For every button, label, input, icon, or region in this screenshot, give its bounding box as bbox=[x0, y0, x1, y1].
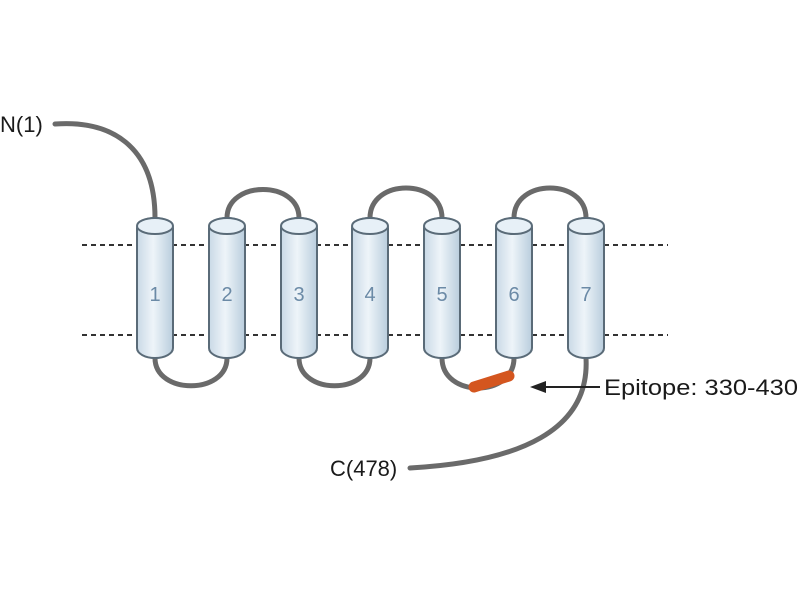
helix-4: 4 bbox=[351, 217, 389, 359]
n-terminal-tail bbox=[52, 121, 158, 221]
extracellular-loop-1 bbox=[224, 187, 302, 221]
helix-6: 6 bbox=[495, 217, 533, 359]
helix-5: 5 bbox=[423, 217, 461, 359]
epitope-segment bbox=[468, 370, 515, 393]
helix-label: 3 bbox=[293, 284, 304, 306]
helix-label: 4 bbox=[364, 284, 375, 306]
intracellular-loop-1 bbox=[152, 355, 230, 389]
helix-label: 7 bbox=[580, 284, 591, 306]
c-terminus-label: C(478) bbox=[330, 456, 397, 481]
epitope-arrow-icon bbox=[530, 381, 600, 393]
helix-label: 5 bbox=[436, 284, 447, 306]
n-terminus-label: N(1) bbox=[0, 112, 43, 137]
helix-7: 7 bbox=[567, 217, 605, 359]
extracellular-loop-2 bbox=[367, 185, 445, 221]
helix-2: 2 bbox=[208, 217, 246, 359]
helix-1: 1 bbox=[136, 217, 174, 359]
helix-label: 2 bbox=[221, 284, 232, 306]
extracellular-loop-3 bbox=[511, 185, 589, 221]
loops bbox=[52, 121, 589, 471]
epitope-label: Epitope: 330-430 bbox=[604, 375, 798, 400]
intracellular-loop-2 bbox=[296, 355, 373, 389]
helix-3: 3 bbox=[280, 217, 318, 359]
c-terminal-tail bbox=[407, 355, 589, 471]
helix-label: 6 bbox=[508, 284, 519, 306]
helix-label: 1 bbox=[149, 284, 160, 306]
